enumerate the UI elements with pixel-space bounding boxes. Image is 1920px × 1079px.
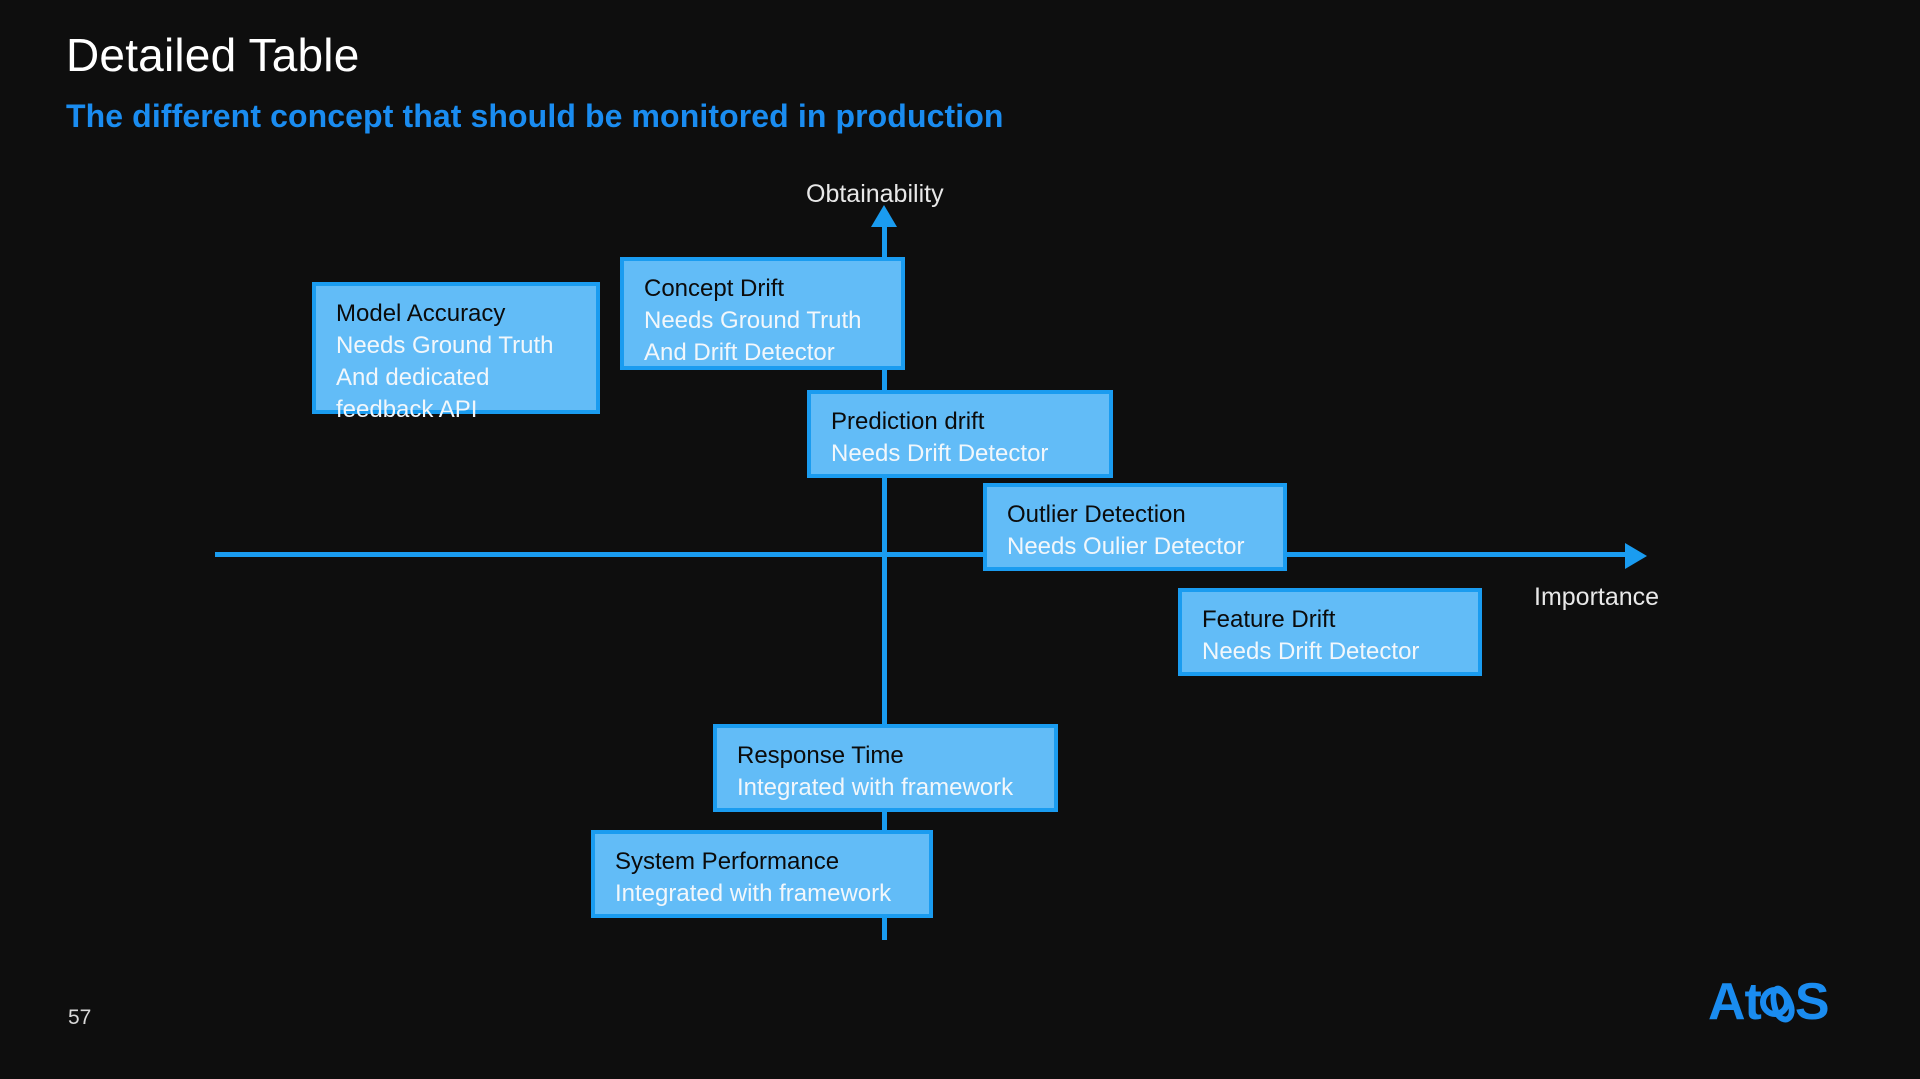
atos-logo: At S xyxy=(1708,973,1830,1031)
concept-box-system-performance[interactable]: System Performance Integrated with frame… xyxy=(591,830,933,918)
logo-text-left: At xyxy=(1708,973,1762,1031)
concept-description: Needs Oulier Detector xyxy=(1007,532,1245,560)
concept-description: Needs Drift Detector xyxy=(1202,637,1420,665)
concept-title: Outlier Detection xyxy=(1007,501,1186,528)
y-axis-arrow-icon xyxy=(871,205,897,227)
concept-box-concept-drift[interactable]: Concept Drift Needs Ground Truth And Dri… xyxy=(620,257,905,370)
concept-description: Needs Ground Truth And Drift Detector xyxy=(644,306,862,366)
concept-box-response-time[interactable]: Response Time Integrated with framework xyxy=(713,724,1058,812)
concept-title: Response Time xyxy=(737,742,904,769)
concept-title: Model Accuracy xyxy=(336,300,506,327)
x-axis-label: Importance xyxy=(1534,583,1660,611)
y-axis-line xyxy=(882,222,887,940)
concept-box-outlier-detection[interactable]: Outlier Detection Needs Oulier Detector xyxy=(983,483,1287,571)
concept-description: Integrated with framework xyxy=(615,879,892,907)
concept-description: Needs Ground Truth And dedicated feedbac… xyxy=(336,331,554,423)
x-axis-line xyxy=(215,552,1630,557)
concept-description: Needs Drift Detector xyxy=(831,439,1049,467)
page-number: 57 xyxy=(68,1006,92,1029)
logo-leaf-icon xyxy=(1759,987,1796,1023)
y-axis-label: Obtainability xyxy=(806,180,944,208)
concept-description: Integrated with framework xyxy=(737,773,1014,801)
concept-box-feature-drift[interactable]: Feature Drift Needs Drift Detector xyxy=(1178,588,1482,676)
concept-title: Feature Drift xyxy=(1202,606,1336,633)
x-axis-arrow-icon xyxy=(1625,543,1647,569)
concept-box-prediction-drift[interactable]: Prediction drift Needs Drift Detector xyxy=(807,390,1113,478)
page-title: Detailed Table xyxy=(66,29,360,81)
concept-title: System Performance xyxy=(615,848,840,875)
concept-title: Prediction drift xyxy=(831,408,985,435)
page-subtitle: The different concept that should be mon… xyxy=(66,98,1004,134)
concept-title: Concept Drift xyxy=(644,275,785,302)
concept-box-model-accuracy[interactable]: Model Accuracy Needs Ground Truth And de… xyxy=(312,282,600,423)
logo-text-right: S xyxy=(1794,973,1830,1031)
